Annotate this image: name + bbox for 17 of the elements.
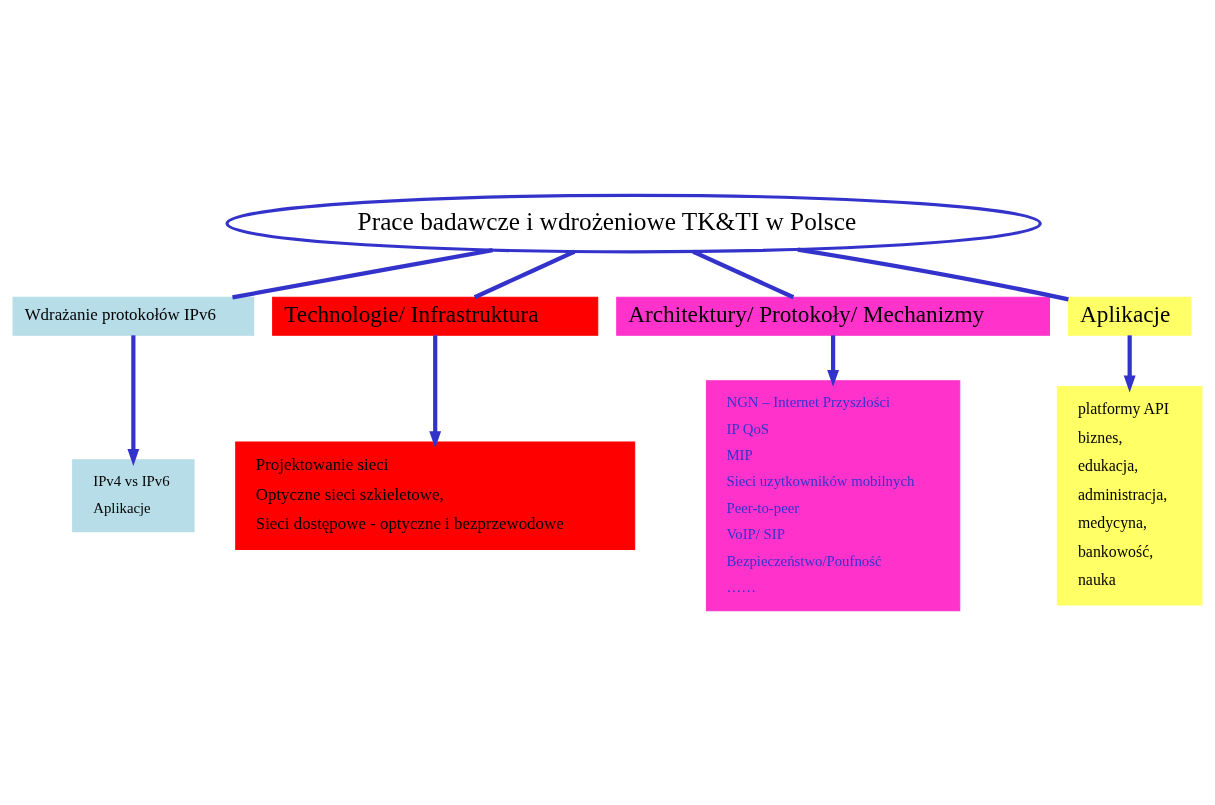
node-box: Architektury/ Protokoły/ Mechanizmy (616, 296, 1050, 336)
node-box: Wdrażanie protokołów IPv6 (12, 296, 255, 336)
node-ellipse: Prace badawcze i wdrożeniowe TK&TI w Polsce (225, 193, 1042, 253)
arrow (827, 334, 840, 387)
node-box: platformy API biznes, edukacja, administracja, medycyna, bankowość, nauka (1056, 385, 1203, 605)
node-box: IPv4 vs IPv6 Aplikacje (72, 458, 195, 532)
node-box: Projektowanie sieci Optyczne sieci szkieletowe, Sieci dostępowe - optyczne i bezprzewodowe (235, 440, 636, 550)
node-box: NGN – Internet Przyszłości IP QoS MIP Sieci uzytkowników mobilnych Peer-to-peer VoIP/ SIP Bezpieczeństwo/Poufność …… (705, 379, 961, 611)
arrow (429, 334, 442, 448)
arrow (127, 334, 140, 466)
arrow (1123, 334, 1136, 392)
node-box: Technologie/ Infrastruktura (272, 296, 599, 336)
connector (232, 247, 493, 299)
node-box: Aplikacje (1067, 296, 1192, 336)
connector (692, 249, 795, 299)
connector (797, 247, 1069, 301)
connector (473, 249, 576, 299)
